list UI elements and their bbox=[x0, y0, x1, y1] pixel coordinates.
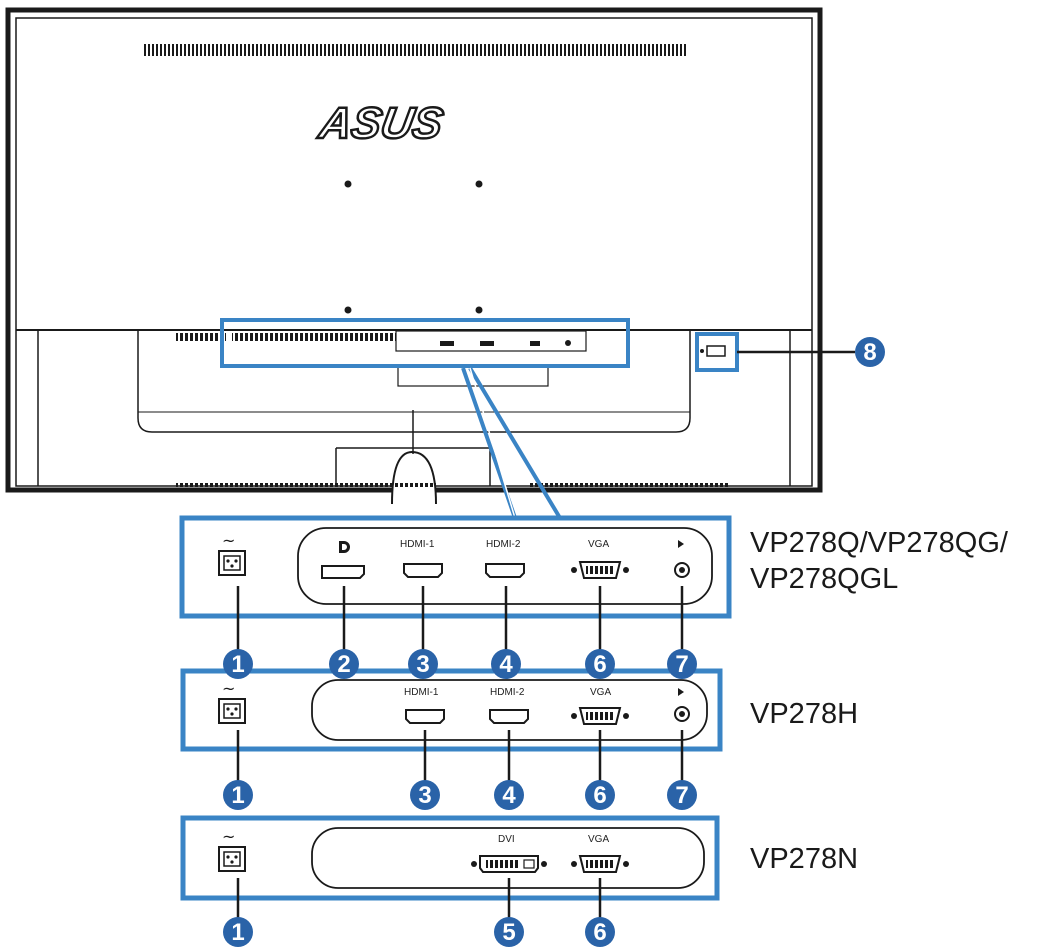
displayport-port bbox=[321, 541, 365, 579]
svg-text:~: ~ bbox=[222, 531, 235, 550]
top-vent bbox=[142, 44, 688, 56]
callout-7: 7 bbox=[667, 649, 697, 679]
model-label-line: VP278N bbox=[750, 843, 859, 875]
svg-text:6: 6 bbox=[593, 782, 606, 809]
svg-text:1: 1 bbox=[231, 782, 244, 809]
callout-badges: 1 2 3 4 6 7 1 3 4 6 7 1 5 6 8 bbox=[223, 337, 885, 947]
dvi-port bbox=[471, 855, 547, 873]
audio-out-icon bbox=[674, 688, 690, 722]
callout-3: 3 bbox=[408, 649, 438, 679]
audio-out-icon bbox=[674, 540, 690, 578]
svg-text:3: 3 bbox=[416, 651, 429, 678]
svg-text:2: 2 bbox=[337, 651, 350, 678]
svg-text:4: 4 bbox=[502, 782, 516, 809]
callout-6: 6 bbox=[585, 649, 615, 679]
model-label-line: VP278QGL bbox=[750, 563, 899, 595]
vent-strip bbox=[176, 333, 226, 341]
callout-1: 1 bbox=[223, 649, 253, 679]
callout-2: 2 bbox=[329, 649, 359, 679]
displayport-logo-icon bbox=[339, 541, 350, 553]
ac-power-socket-icon: ~ bbox=[218, 827, 246, 872]
callout-7: 7 bbox=[667, 780, 697, 810]
callout-1: 1 bbox=[223, 917, 253, 947]
svg-text:8: 8 bbox=[863, 339, 876, 366]
panel-vp278q: ~ HDMI-1 HDMI-2 VGA bbox=[179, 515, 732, 619]
svg-text:6: 6 bbox=[593, 919, 606, 946]
hdmi-2-port bbox=[489, 709, 529, 724]
callout-5: 5 bbox=[494, 917, 524, 947]
model-label-line: VP278H bbox=[750, 698, 859, 730]
vga-port bbox=[571, 561, 629, 579]
port-label-hdmi-1: HDMI-1 bbox=[400, 539, 435, 550]
svg-text:5: 5 bbox=[502, 919, 515, 946]
svg-text:~: ~ bbox=[222, 679, 235, 698]
ac-power-socket-icon: ~ bbox=[218, 531, 246, 576]
model-label-line: VP278Q/VP278QG/ bbox=[750, 527, 1008, 559]
ac-power-socket-icon: ~ bbox=[218, 679, 246, 724]
svg-text:7: 7 bbox=[675, 651, 688, 678]
hdmi-1-port bbox=[405, 709, 445, 724]
port-label-dvi: DVI bbox=[498, 834, 515, 845]
mount-hole bbox=[475, 306, 483, 314]
model-label-vp278h: VP278H bbox=[750, 696, 858, 732]
mount-hole bbox=[344, 180, 352, 188]
svg-text:3: 3 bbox=[418, 782, 431, 809]
model-label-vp278q: VP278Q/VP278QG/ VP278QGL bbox=[750, 525, 1008, 597]
port-label-vga: VGA bbox=[588, 834, 609, 845]
brand-logo: ASUS bbox=[315, 99, 447, 148]
mount-hole bbox=[344, 306, 352, 314]
panel-vp278h: ~ HDMI-1 HDMI-2 VGA bbox=[180, 668, 723, 752]
callout-1: 1 bbox=[223, 780, 253, 810]
port-area-highlight bbox=[220, 318, 630, 368]
port-label-hdmi-2: HDMI-2 bbox=[490, 687, 525, 698]
svg-text:6: 6 bbox=[593, 651, 606, 678]
port-label-vga: VGA bbox=[588, 539, 609, 550]
vga-port bbox=[571, 707, 629, 725]
callout-6: 6 bbox=[585, 780, 615, 810]
callout-8: 8 bbox=[855, 337, 885, 367]
mount-hole bbox=[475, 180, 483, 188]
monitor-back: ASUS bbox=[5, 7, 823, 505]
model-label-vp278n: VP278N bbox=[750, 841, 858, 877]
port-label-hdmi-2: HDMI-2 bbox=[486, 539, 521, 550]
callout-4: 4 bbox=[494, 780, 524, 810]
kensington-lock-icon bbox=[706, 345, 726, 357]
callout-3: 3 bbox=[410, 780, 440, 810]
svg-text:4: 4 bbox=[499, 651, 513, 678]
svg-text:1: 1 bbox=[231, 919, 244, 946]
vga-port bbox=[571, 855, 629, 873]
svg-text:1: 1 bbox=[231, 651, 244, 678]
stand-neck bbox=[391, 450, 437, 505]
svg-text:7: 7 bbox=[675, 782, 688, 809]
hdmi-1-port bbox=[403, 563, 443, 578]
panel-vp278n: ~ DVI VGA bbox=[180, 815, 720, 901]
callout-4: 4 bbox=[491, 649, 521, 679]
port-label-vga: VGA bbox=[590, 687, 611, 698]
port-strip bbox=[232, 333, 402, 341]
port-label-hdmi-1: HDMI-1 bbox=[404, 687, 439, 698]
callout-6: 6 bbox=[585, 917, 615, 947]
hdmi-2-port bbox=[485, 563, 525, 578]
svg-text:~: ~ bbox=[222, 827, 235, 846]
